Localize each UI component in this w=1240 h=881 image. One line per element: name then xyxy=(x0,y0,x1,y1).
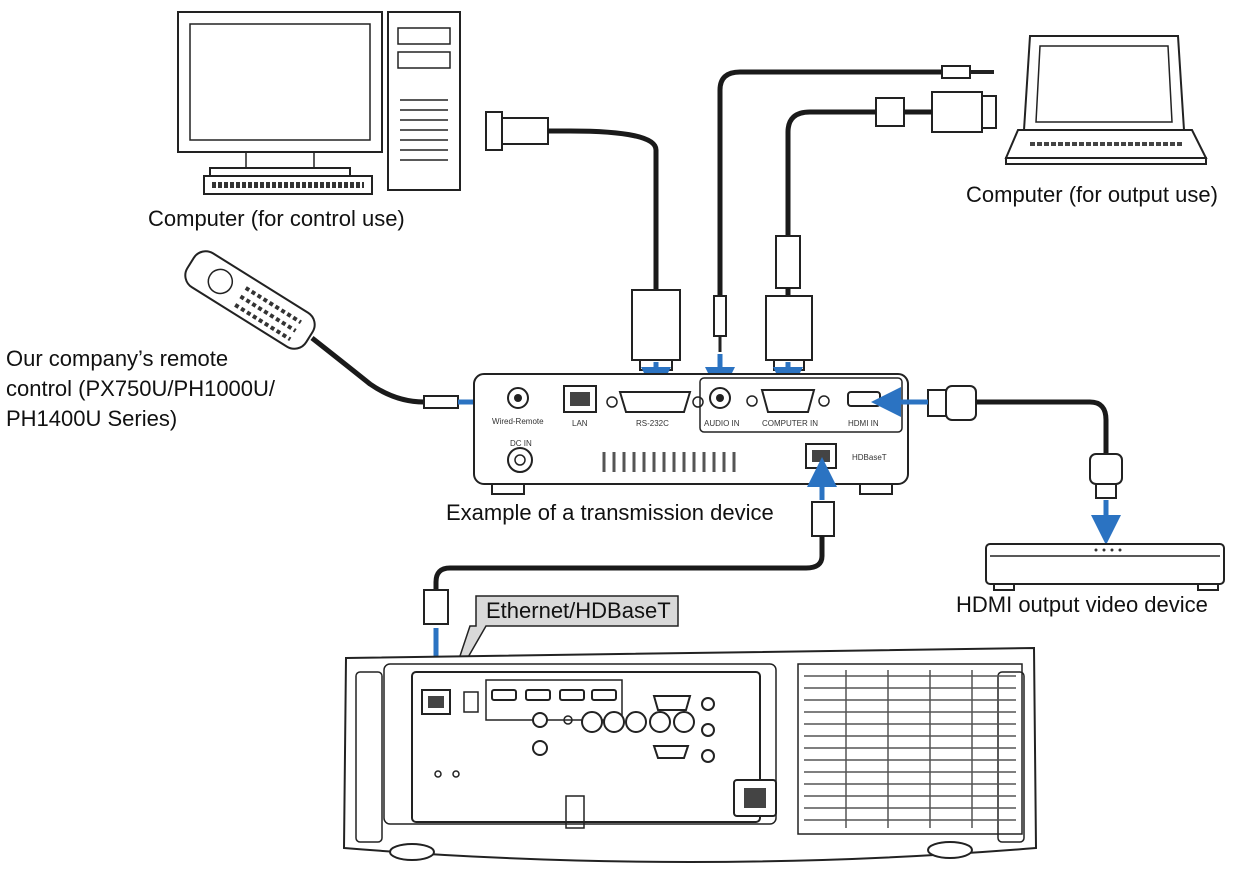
vga-ferrite xyxy=(775,235,801,289)
projector-pc-control-port xyxy=(652,745,690,759)
dc-in-port xyxy=(507,447,533,473)
audio-top-plug xyxy=(941,65,994,79)
projector xyxy=(342,646,1038,863)
remote-cable xyxy=(310,336,425,405)
computer-in-port-label: COMPUTER IN xyxy=(762,419,818,428)
control-computer-icon xyxy=(177,11,461,195)
projector-hdmi2-port xyxy=(525,689,551,701)
wired-remote-port-label: Wired-Remote xyxy=(492,417,544,426)
audio-cable xyxy=(717,69,942,296)
rs232c-top-connector xyxy=(485,111,549,151)
projector-bnc-port-5 xyxy=(673,711,695,733)
hdmi-in-port xyxy=(847,391,881,407)
rj45-plug-bottom xyxy=(423,589,449,625)
device-vents xyxy=(602,452,736,472)
rs232c-bottom-connector xyxy=(631,289,681,371)
lan-port-label: LAN xyxy=(572,419,588,428)
projector-hdmi1-port xyxy=(491,689,517,701)
hdbaset-cable xyxy=(433,536,825,590)
hdmi-cable xyxy=(976,399,1109,454)
remote-label-line3: PH1400U Series) xyxy=(6,406,177,431)
transmission-device-label: Example of a transmission device xyxy=(446,500,774,525)
hdmi-in-port-label: HDMI IN xyxy=(848,419,879,428)
control-computer-label: Computer (for control use) xyxy=(148,206,405,231)
remote-label-line1: Our company’s remote xyxy=(6,346,228,371)
computer-in-port xyxy=(760,389,816,413)
hdmi-plug-down xyxy=(1089,453,1123,499)
rs232c-port xyxy=(618,391,692,413)
rs232c-cable xyxy=(548,128,659,290)
rs232c-port-label: RS-232C xyxy=(636,419,669,428)
laptop-icon xyxy=(1004,35,1208,165)
remote-label-line2: control (PX750U/PH1000U/ xyxy=(6,376,276,401)
hdmi-output-device-label: HDMI output video device xyxy=(956,592,1208,617)
transmission-device: Wired-Remote LAN RS-232C AUDIO IN COMPUT… xyxy=(473,373,909,495)
rj45-plug-top xyxy=(811,501,835,537)
projector-bnc-port-4 xyxy=(649,711,671,733)
output-computer-label: Computer (for output use) xyxy=(966,182,1218,207)
vga-cable xyxy=(785,109,876,236)
dc-in-port-label: DC IN xyxy=(510,439,532,448)
projector-vent-grille xyxy=(797,663,1023,835)
ethernet-callout-label: Ethernet/HDBaseT xyxy=(486,598,671,623)
projector-hdmi3-port xyxy=(559,689,585,701)
hdbaset-port-label: HDBaseT xyxy=(852,453,887,462)
audio-bottom-plug xyxy=(713,295,727,352)
remote-control-icon xyxy=(184,250,316,350)
mini-jack-plug xyxy=(423,395,459,409)
hdmi-output-device-icon xyxy=(985,543,1225,591)
vga-top-connector xyxy=(875,91,997,133)
audio-in-port-label: AUDIO IN xyxy=(704,419,740,428)
ethernet-callout: Ethernet/HDBaseT xyxy=(447,595,679,693)
projector-displayport xyxy=(591,689,617,701)
vga-bottom-connector xyxy=(765,295,813,371)
hdmi-plug-side xyxy=(927,385,977,421)
projector-computer-in-port xyxy=(652,695,692,711)
projector-bnc-port-1 xyxy=(581,711,603,733)
projector-bnc-port-3 xyxy=(625,711,647,733)
projector-bnc-port-2 xyxy=(603,711,625,733)
